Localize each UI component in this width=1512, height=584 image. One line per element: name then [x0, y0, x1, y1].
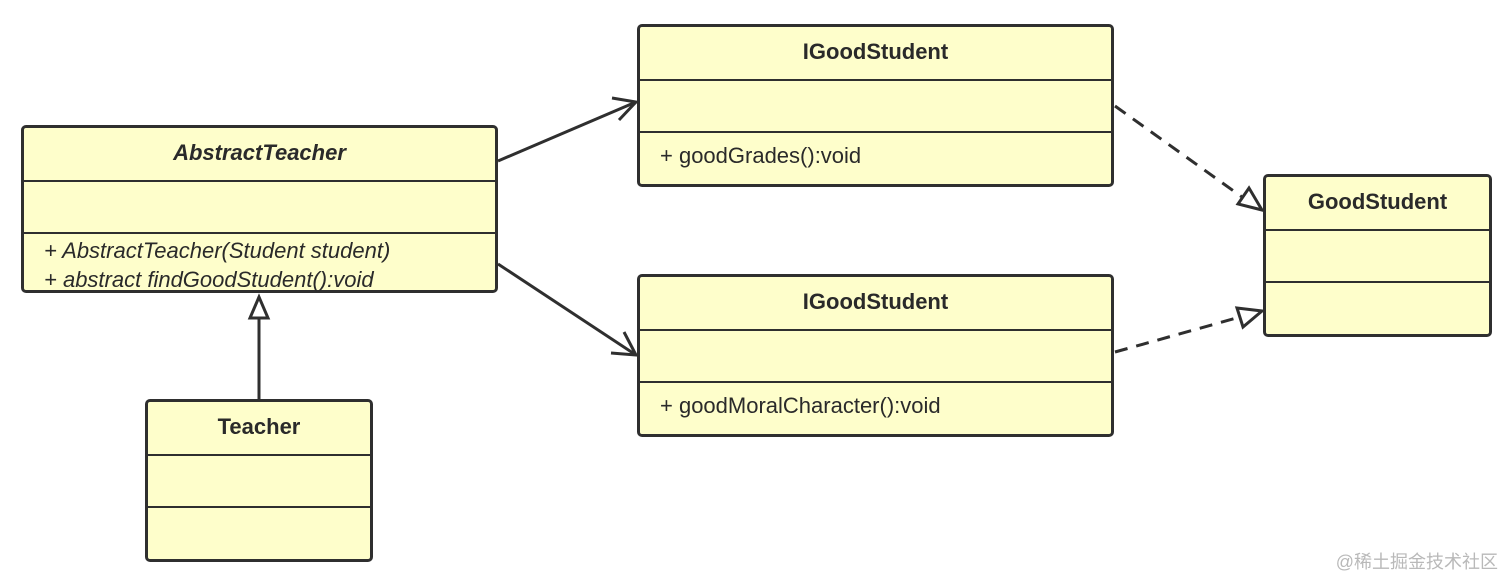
- operation-good-grades: + goodGrades():void: [660, 143, 862, 168]
- class-name: IGoodStudent: [802, 39, 949, 64]
- watermark: @稀土掘金技术社区: [1335, 552, 1498, 572]
- class-teacher[interactable]: Teacher: [145, 399, 373, 562]
- operations-compartment: + goodMoralCharacter():void: [640, 381, 1111, 429]
- operation-find-good-student: + abstract findGoodStudent():void: [44, 267, 374, 292]
- class-igood-student-bottom[interactable]: IGoodStudent + goodMoralCharacter():void: [637, 274, 1114, 437]
- operations-compartment: + AbstractTeacher(Student student) + abs…: [24, 232, 495, 294]
- attributes-compartment: [24, 180, 495, 232]
- operations-compartment: + goodGrades():void: [640, 131, 1111, 179]
- operations-compartment: [1266, 281, 1489, 333]
- realization-igoodstudent-top-to-goodstudent: [1114, 104, 1266, 213]
- attributes-compartment: [148, 454, 370, 506]
- attributes-compartment: [640, 79, 1111, 131]
- class-name: Teacher: [217, 414, 301, 439]
- operations-compartment: [148, 506, 370, 558]
- generalization-teacher-to-abstractteacher: [247, 293, 271, 399]
- class-good-student[interactable]: GoodStudent: [1263, 174, 1492, 337]
- operation-constructor: + AbstractTeacher(Student student): [44, 238, 391, 263]
- association-abstractteacher-to-igoodstudent-top: [497, 96, 640, 163]
- class-name: IGoodStudent: [802, 289, 949, 314]
- association-abstractteacher-to-igoodstudent-bottom: [497, 262, 639, 357]
- attributes-compartment: [1266, 229, 1489, 281]
- class-abstract-teacher[interactable]: AbstractTeacher + AbstractTeacher(Studen…: [21, 125, 498, 293]
- attributes-compartment: [640, 329, 1111, 381]
- class-igood-student-top[interactable]: IGoodStudent + goodGrades():void: [637, 24, 1114, 187]
- operation-good-moral-character: + goodMoralCharacter():void: [660, 393, 941, 418]
- realization-igoodstudent-bottom-to-goodstudent: [1114, 306, 1266, 354]
- class-name: AbstractTeacher: [173, 140, 346, 165]
- class-name: GoodStudent: [1307, 189, 1448, 214]
